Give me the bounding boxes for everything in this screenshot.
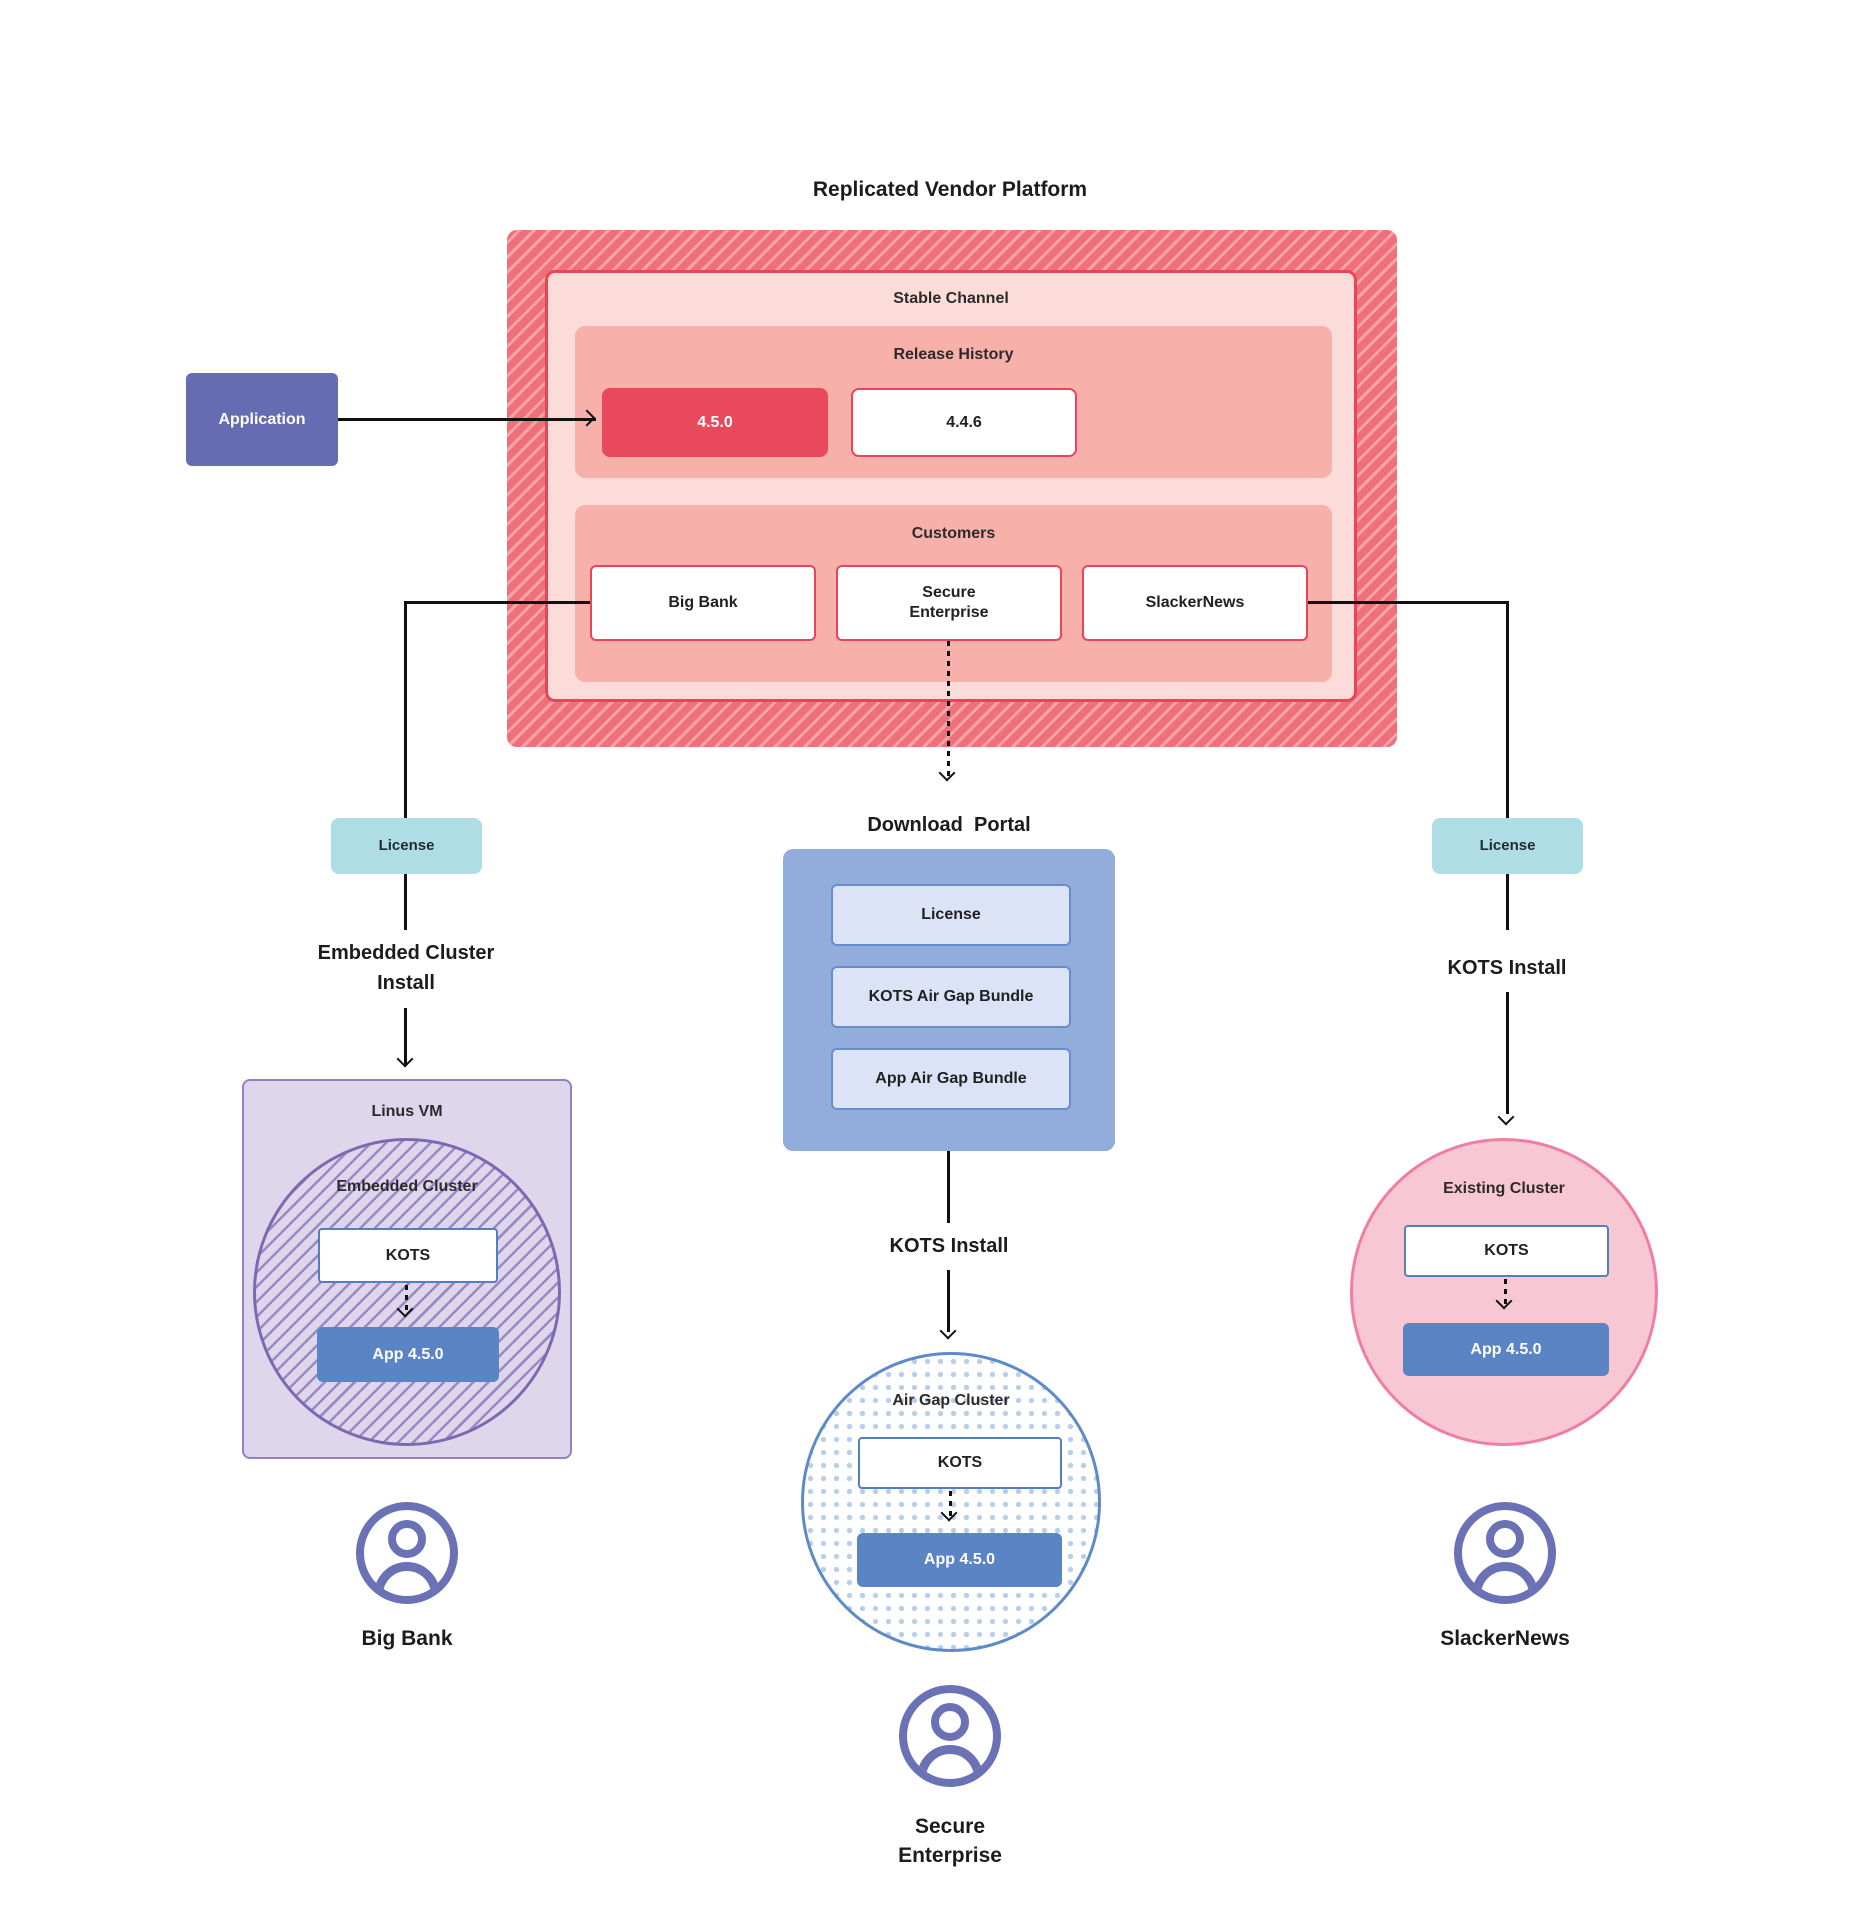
big-bank-customer-label: Big Bank bbox=[361, 1627, 453, 1650]
install-arrow-line-middle bbox=[947, 1270, 950, 1332]
release-history-label: Release History bbox=[893, 346, 1014, 363]
kots-to-app-dashed bbox=[949, 1491, 952, 1519]
arrowhead-down-icon bbox=[1497, 1108, 1515, 1126]
portal-item-kots-airgap-bundle: KOTS Air Gap Bundle bbox=[831, 966, 1071, 1028]
install-arrow-line-right bbox=[1506, 992, 1509, 1114]
embedded-cluster-label: Embedded Cluster bbox=[336, 1178, 478, 1195]
linus-vm-label: Linus VM bbox=[371, 1103, 443, 1120]
arrowhead-down-icon bbox=[938, 764, 956, 782]
portal-item-app-airgap-bundle: App Air Gap Bundle bbox=[831, 1048, 1071, 1110]
download-portal-label: Download Portal bbox=[867, 814, 1031, 836]
portal-item-license: License bbox=[831, 884, 1071, 946]
slackernews-connector-v bbox=[1506, 601, 1509, 818]
secure-enterprise-connector-dashed bbox=[947, 641, 950, 779]
user-shoulders-icon bbox=[1472, 1562, 1538, 1596]
customer-box-slackernews: SlackerNews bbox=[1082, 565, 1308, 641]
arrowhead-down-icon bbox=[396, 1050, 414, 1068]
kots-install-label-right: KOTS Install bbox=[1447, 957, 1567, 979]
license-to-install-line bbox=[404, 874, 407, 930]
existing-cluster-label: Existing Cluster bbox=[1443, 1180, 1565, 1197]
user-head-icon bbox=[1486, 1520, 1524, 1558]
big-bank-connector-v bbox=[404, 601, 407, 818]
user-head-icon bbox=[388, 1520, 426, 1558]
portal-to-install-line bbox=[947, 1151, 950, 1223]
kots-box-embedded: KOTS bbox=[318, 1228, 498, 1283]
user-head-icon bbox=[931, 1703, 969, 1741]
customer-box-big-bank: Big Bank bbox=[590, 565, 816, 641]
big-bank-connector-h bbox=[405, 601, 590, 604]
kots-box-existing: KOTS bbox=[1404, 1225, 1609, 1277]
app-box-existing: App 4.5.0 bbox=[1403, 1323, 1609, 1376]
big-bank-user-icon bbox=[356, 1502, 458, 1604]
customers-label: Customers bbox=[911, 525, 996, 542]
release-box-current: 4.5.0 bbox=[602, 388, 828, 457]
secure-enterprise-user-icon bbox=[899, 1685, 1001, 1787]
arrowhead-down-icon bbox=[939, 1322, 957, 1340]
air-gap-cluster-label: Air Gap Cluster bbox=[892, 1392, 1010, 1409]
app-box-airgap: App 4.5.0 bbox=[857, 1533, 1062, 1587]
kots-install-label-middle: KOTS Install bbox=[889, 1235, 1009, 1257]
kots-to-app-dashed bbox=[1504, 1279, 1507, 1307]
release-box-previous: 4.4.6 bbox=[851, 388, 1077, 457]
embedded-cluster-install-label: Embedded Cluster Install bbox=[317, 942, 495, 994]
license-box-slackernews: License bbox=[1432, 818, 1583, 874]
application-arrow-line bbox=[338, 418, 596, 421]
diagram-title: Replicated Vendor Platform bbox=[812, 178, 1088, 201]
install-arrow-line bbox=[404, 1008, 407, 1066]
secure-enterprise-customer-label: Secure Enterprise bbox=[898, 1815, 1002, 1868]
stable-channel-label: Stable Channel bbox=[893, 290, 1009, 307]
user-shoulders-icon bbox=[374, 1562, 440, 1596]
application-box: Application bbox=[186, 373, 338, 466]
slackernews-connector-h bbox=[1308, 601, 1508, 604]
kots-to-app-dashed bbox=[405, 1285, 408, 1313]
slackernews-user-icon bbox=[1454, 1502, 1556, 1604]
customer-box-secure-enterprise: Secure Enterprise bbox=[836, 565, 1062, 641]
app-box-embedded: App 4.5.0 bbox=[317, 1327, 499, 1382]
license-to-install-line-right bbox=[1506, 874, 1509, 930]
user-shoulders-icon bbox=[917, 1745, 983, 1779]
slackernews-customer-label: SlackerNews bbox=[1440, 1627, 1570, 1650]
license-box-big-bank: License bbox=[331, 818, 482, 874]
kots-box-airgap: KOTS bbox=[858, 1437, 1062, 1489]
